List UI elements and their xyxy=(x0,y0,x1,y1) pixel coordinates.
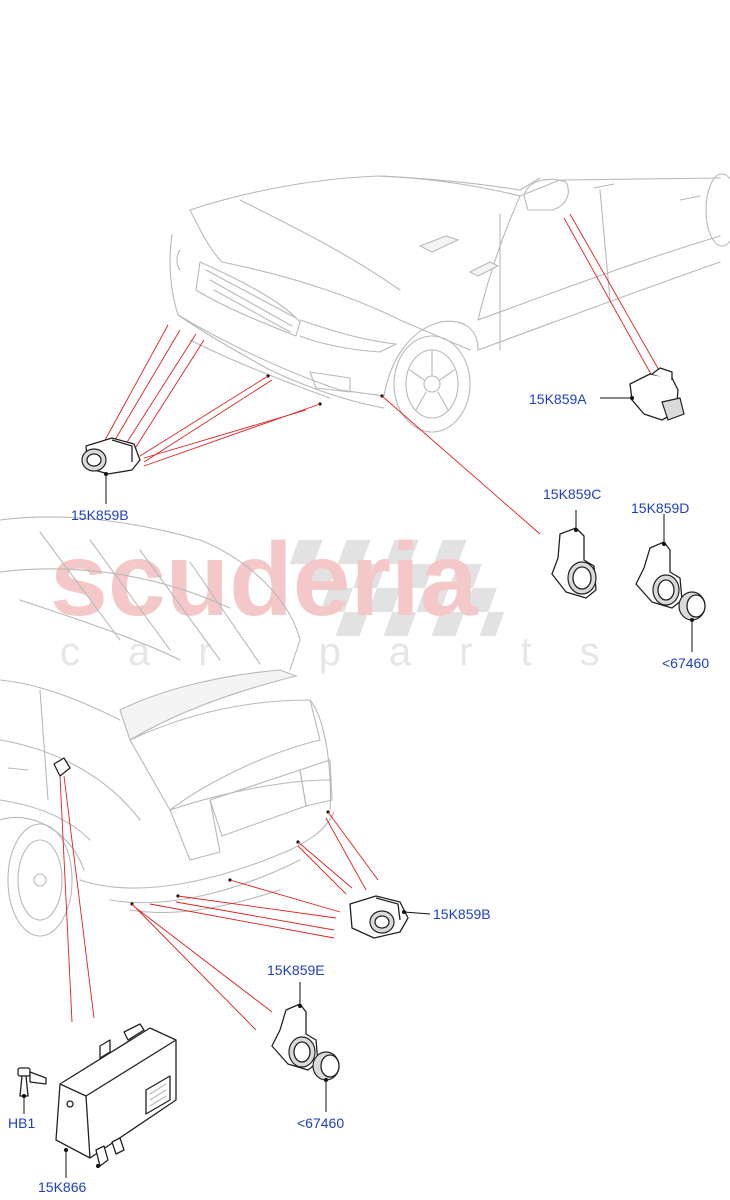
watermark: scuderia car parts xyxy=(50,522,648,674)
watermark-tagline: car parts xyxy=(60,630,648,674)
sensor-15k859e xyxy=(271,982,319,1071)
watermark-brand: scuderia xyxy=(50,522,479,638)
bezel-67460-front xyxy=(678,591,706,652)
sensor-15k859a xyxy=(600,367,685,421)
bolt-hb1 xyxy=(17,1067,47,1114)
front-vehicle-outline xyxy=(169,173,730,433)
sensor-15k859b-rear xyxy=(349,895,431,939)
label-15k859b-front: 15K859B xyxy=(71,507,129,523)
sensor-15k859c xyxy=(551,510,597,599)
rear-vehicle-outline xyxy=(0,516,335,937)
rear-leader-lines xyxy=(59,775,379,1031)
label-15k859d: 15K859D xyxy=(631,500,689,516)
label-67460-front: <67460 xyxy=(662,655,709,671)
bezel-67460-rear xyxy=(312,1051,340,1112)
label-hb1: HB1 xyxy=(8,1115,35,1131)
label-67460-rear: <67460 xyxy=(297,1115,344,1131)
label-15k859b-rear: 15K859B xyxy=(433,906,491,922)
label-15k859a: 15K859A xyxy=(529,391,587,407)
label-15k859e: 15K859E xyxy=(267,962,325,978)
control-module-15k866 xyxy=(55,1023,177,1178)
sensor-15k859d xyxy=(635,514,683,609)
sensor-15k859b-front xyxy=(81,437,141,504)
label-15k859c: 15K859C xyxy=(543,486,601,502)
checkered-flag-watermark xyxy=(289,540,505,636)
front-leader-lines xyxy=(103,213,661,535)
label-15k866: 15K866 xyxy=(38,1179,86,1195)
